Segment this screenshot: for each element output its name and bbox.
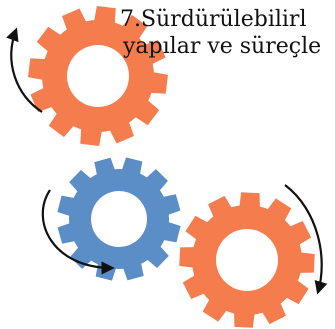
- gear-top-icon: [28, 6, 168, 146]
- gear-bottom-icon: [179, 192, 315, 328]
- curved-arrow-icon: [284, 184, 328, 295]
- gear-hole: [91, 191, 147, 247]
- gear-hole: [67, 45, 129, 107]
- caption-line-2: yapılar ve süreçle: [123, 34, 322, 59]
- curved-arrow-icon: [6, 27, 43, 113]
- gear-middle-icon: [57, 157, 181, 281]
- gear-hole: [216, 229, 278, 291]
- caption-line-1: 7.Sürdürülebilirl: [120, 7, 307, 32]
- curved-arrow-icon: [41, 189, 115, 275]
